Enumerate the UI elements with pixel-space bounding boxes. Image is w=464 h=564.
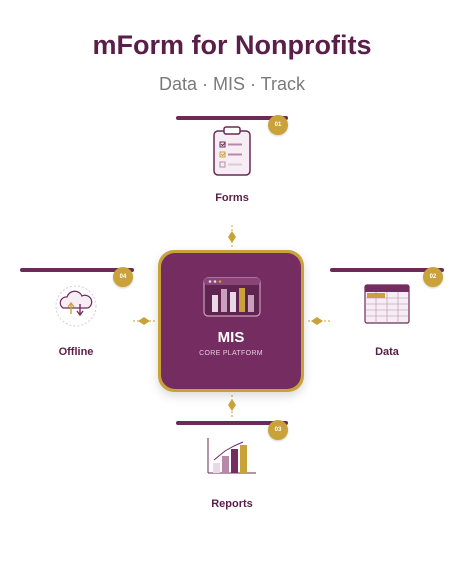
node-data-label: Data [375, 346, 399, 358]
page-title: mForm for Nonprofits [92, 30, 372, 60]
bar-chart-icon [207, 438, 256, 474]
dashboard-chart-icon [203, 277, 261, 317]
node-reports-bar [176, 421, 288, 425]
node-reports-label: Reports [211, 498, 253, 510]
core-platform-card: MIS CORE PLATFORM [158, 250, 304, 392]
clipboard-checklist-icon [213, 126, 251, 176]
core-platform-inner: MIS CORE PLATFORM [161, 253, 301, 389]
node-offline-bar [20, 268, 134, 272]
core-platform-subtitle: CORE PLATFORM [199, 350, 263, 357]
page-subtitle: Data · MIS · Track [158, 74, 306, 94]
node-reports-badge: 03 [268, 420, 288, 440]
node-offline-label: Offline [58, 346, 94, 358]
cloud-sync-icon [55, 285, 97, 327]
core-platform-title: MIS [217, 329, 245, 346]
node-forms-bar [176, 116, 288, 120]
spreadsheet-table-icon [364, 284, 410, 324]
node-data-bar [330, 268, 444, 272]
node-offline-badge: 04 [113, 267, 133, 287]
node-data-badge: 02 [423, 267, 443, 287]
node-forms-badge: 01 [268, 115, 288, 135]
node-forms-label: Forms [215, 192, 249, 204]
